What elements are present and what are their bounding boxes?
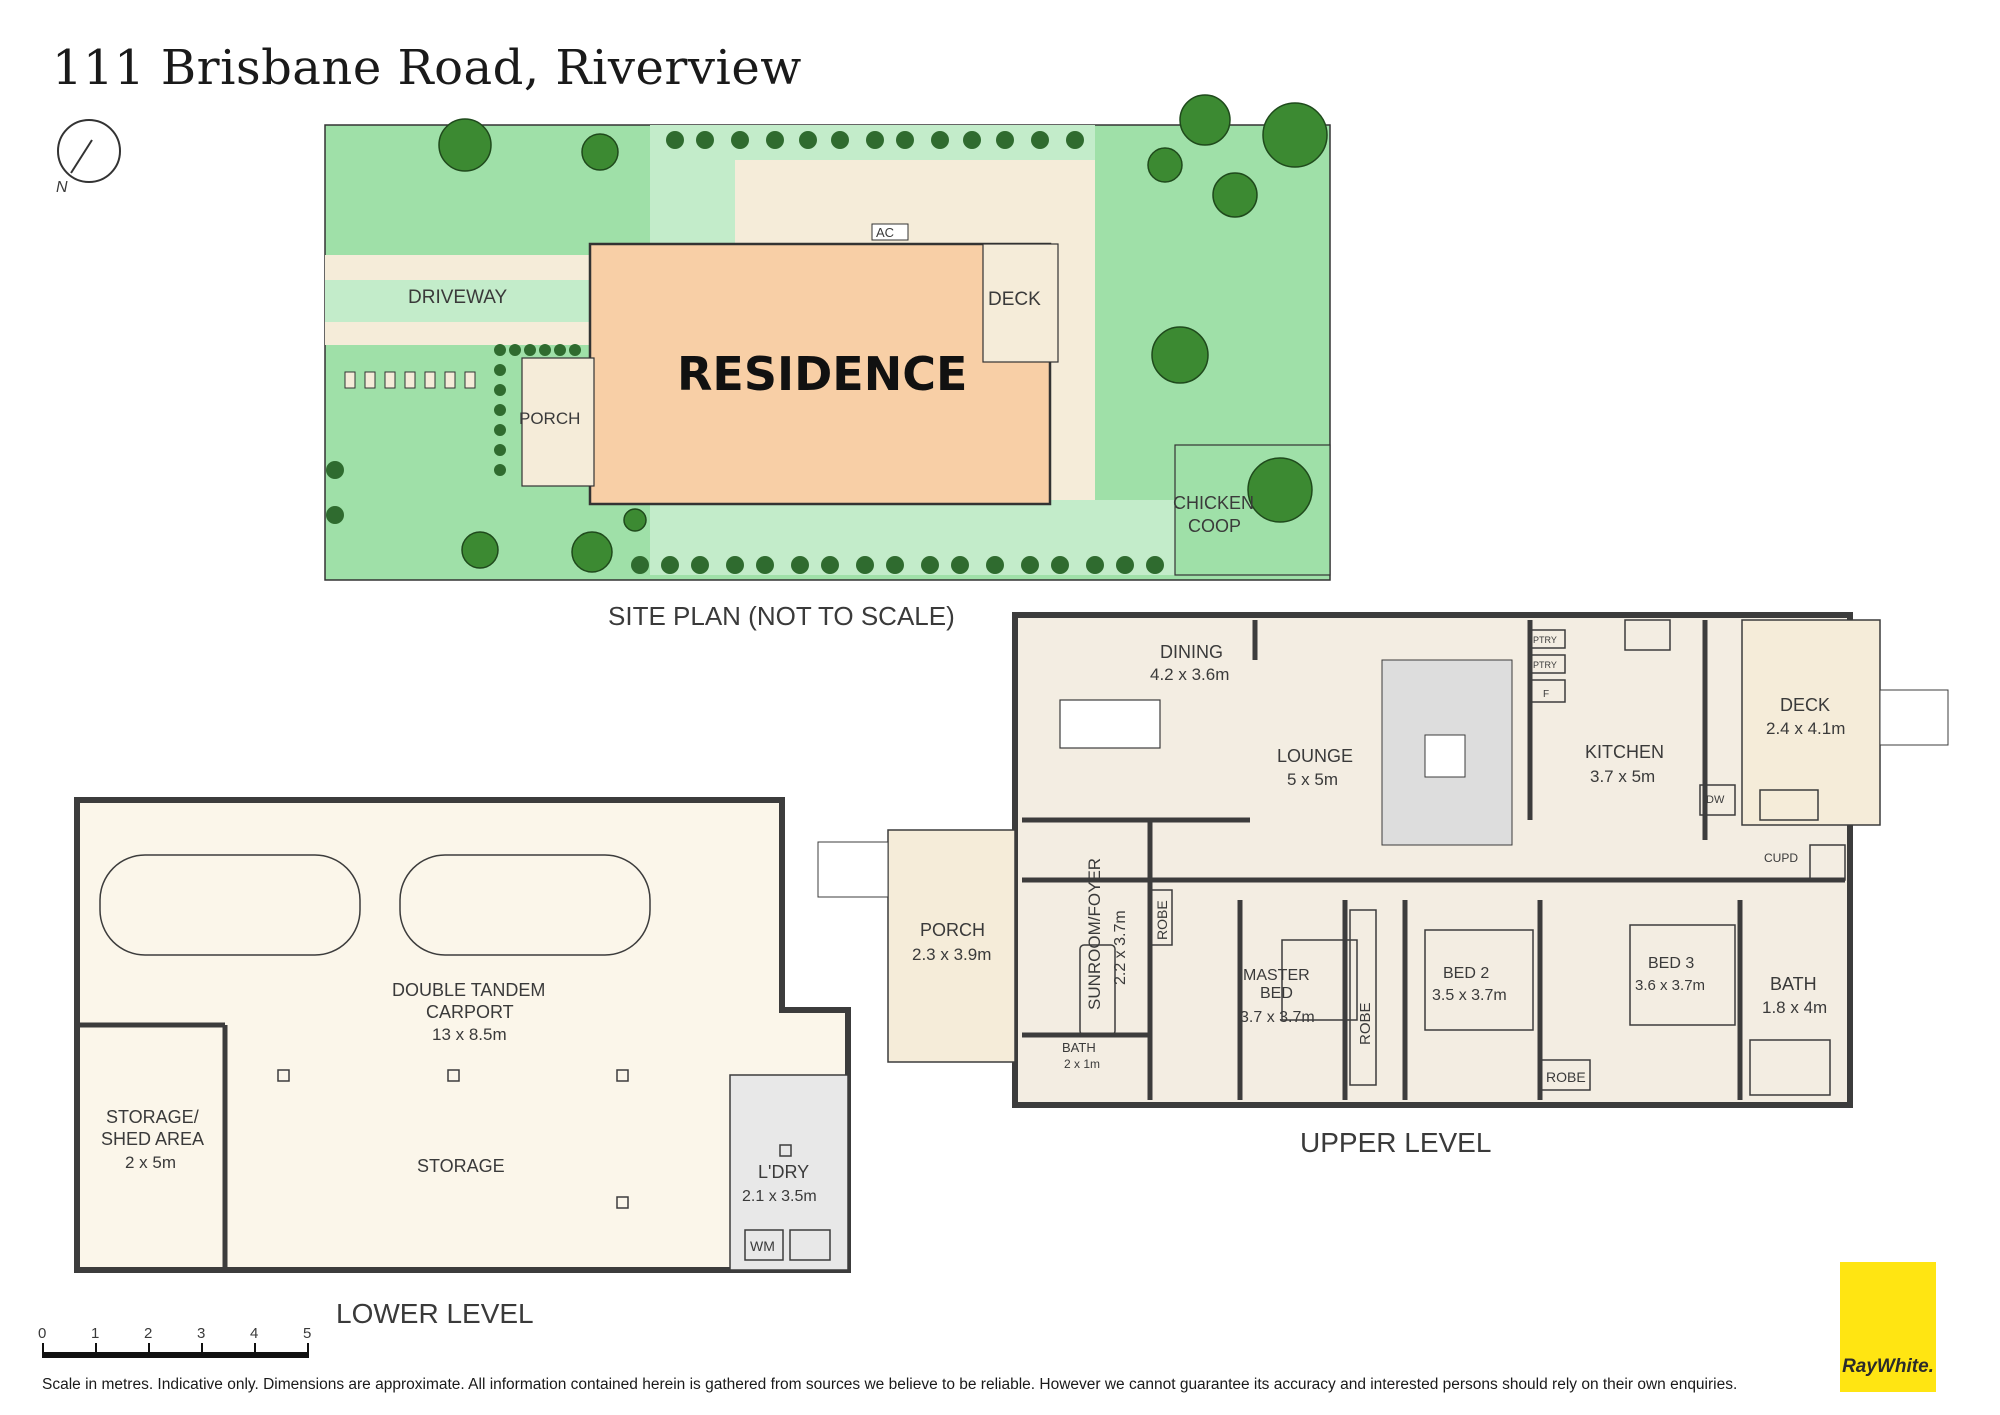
chicken-coop-label-2: COOP <box>1188 516 1241 536</box>
fridge-label: F <box>1543 689 1549 700</box>
driveway-label: DRIVEWAY <box>408 287 508 308</box>
raywhite-logo: RayWhite. <box>1840 1262 1936 1392</box>
scale-tick-4: 4 <box>250 1325 258 1342</box>
carport-size: 13 x 8.5m <box>432 1025 507 1044</box>
compass: N <box>56 119 121 196</box>
wm-label: WM <box>750 1238 775 1254</box>
bath-small-label: BATH <box>1062 1040 1096 1055</box>
scale-tick-2: 2 <box>144 1325 152 1342</box>
lounge-size: 5 x 5m <box>1287 770 1338 789</box>
master-bed-label-1: MASTER <box>1243 967 1310 984</box>
scale-tick-5: 5 <box>303 1325 311 1342</box>
robe-master-label: ROBE <box>1357 1002 1374 1045</box>
lounge-label: LOUNGE <box>1277 746 1353 766</box>
laundry-label: L'DRY <box>758 1162 809 1182</box>
robe-sunroom-label: ROBE <box>1154 900 1170 940</box>
storage-label: STORAGE <box>417 1156 505 1176</box>
bed2-label: BED 2 <box>1443 965 1489 982</box>
ptry-label-2: PTRY <box>1533 660 1557 670</box>
ptry-label-1: PTRY <box>1533 635 1557 645</box>
bath-label: BATH <box>1770 974 1817 994</box>
dining-label: DINING <box>1160 642 1223 662</box>
chicken-coop-label-1: CHICKEN <box>1173 493 1254 513</box>
laundry-size: 2.1 x 3.5m <box>742 1188 817 1205</box>
scale-tick-3: 3 <box>197 1325 205 1342</box>
cupd-label: CUPD <box>1764 851 1798 865</box>
upper-level-plan: DINING 4.2 x 3.6m LOUNGE 5 x 5m KITCHEN … <box>817 612 1949 1158</box>
porch-label: PORCH <box>920 920 985 940</box>
site-plan-caption: SITE PLAN (NOT TO SCALE) <box>608 601 955 631</box>
kitchen-size: 3.7 x 5m <box>1590 767 1655 786</box>
scale-bar: 0 1 2 3 4 5 <box>38 1325 311 1358</box>
bath-size: 1.8 x 4m <box>1762 998 1827 1017</box>
bath-small-size: 2 x 1m <box>1064 1057 1100 1071</box>
deck-label: DECK <box>1780 695 1830 715</box>
bed2-size: 3.5 x 3.7m <box>1432 987 1507 1004</box>
lower-level-caption: LOWER LEVEL <box>336 1298 534 1329</box>
bed3-size: 3.6 x 3.7m <box>1635 977 1705 994</box>
upper-level-caption: UPPER LEVEL <box>1300 1127 1491 1158</box>
compass-north-label: N <box>56 179 68 196</box>
robe-bed3-label: ROBE <box>1546 1069 1586 1085</box>
storage-shed-label-2: SHED AREA <box>101 1129 204 1149</box>
kitchen-label: KITCHEN <box>1585 742 1664 762</box>
storage-shed-size: 2 x 5m <box>125 1153 176 1172</box>
lower-level-plan: DOUBLE TANDEM CARPORT 13 x 8.5m STORAGE/… <box>74 797 851 1329</box>
deck-size: 2.4 x 4.1m <box>1766 719 1845 738</box>
ac-label: AC <box>876 225 894 240</box>
page-title: 111 Brisbane Road, Riverview <box>52 40 802 96</box>
master-bed-size: 3.7 x 3.7m <box>1240 1009 1315 1026</box>
site-porch-label: PORCH <box>519 409 580 428</box>
site-deck-label: DECK <box>988 289 1041 310</box>
carport-label-2: CARPORT <box>426 1002 514 1022</box>
residence-label: RESIDENCE <box>677 347 967 401</box>
raywhite-logo-text: RayWhite. <box>1842 1356 1934 1377</box>
porch-size: 2.3 x 3.9m <box>912 945 991 964</box>
master-bed-label-2: BED <box>1260 985 1293 1002</box>
storage-shed-label-1: STORAGE/ <box>106 1107 199 1127</box>
scale-tick-0: 0 <box>38 1325 46 1342</box>
bed3-label: BED 3 <box>1648 955 1694 972</box>
dw-label: DW <box>1706 794 1725 806</box>
sunroom-size: 2.2 x 3.7m <box>1112 910 1129 985</box>
carport-label-1: DOUBLE TANDEM <box>392 980 545 1000</box>
sunroom-label: SUNROOM/FOYER <box>1085 858 1104 1010</box>
scale-tick-1: 1 <box>91 1325 99 1342</box>
disclaimer-text: Scale in metres. Indicative only. Dimens… <box>42 1376 1738 1393</box>
dining-size: 4.2 x 3.6m <box>1150 665 1229 684</box>
site-plan: DRIVEWAY RESIDENCE DECK PORCH AC CHICKEN… <box>324 94 1331 631</box>
